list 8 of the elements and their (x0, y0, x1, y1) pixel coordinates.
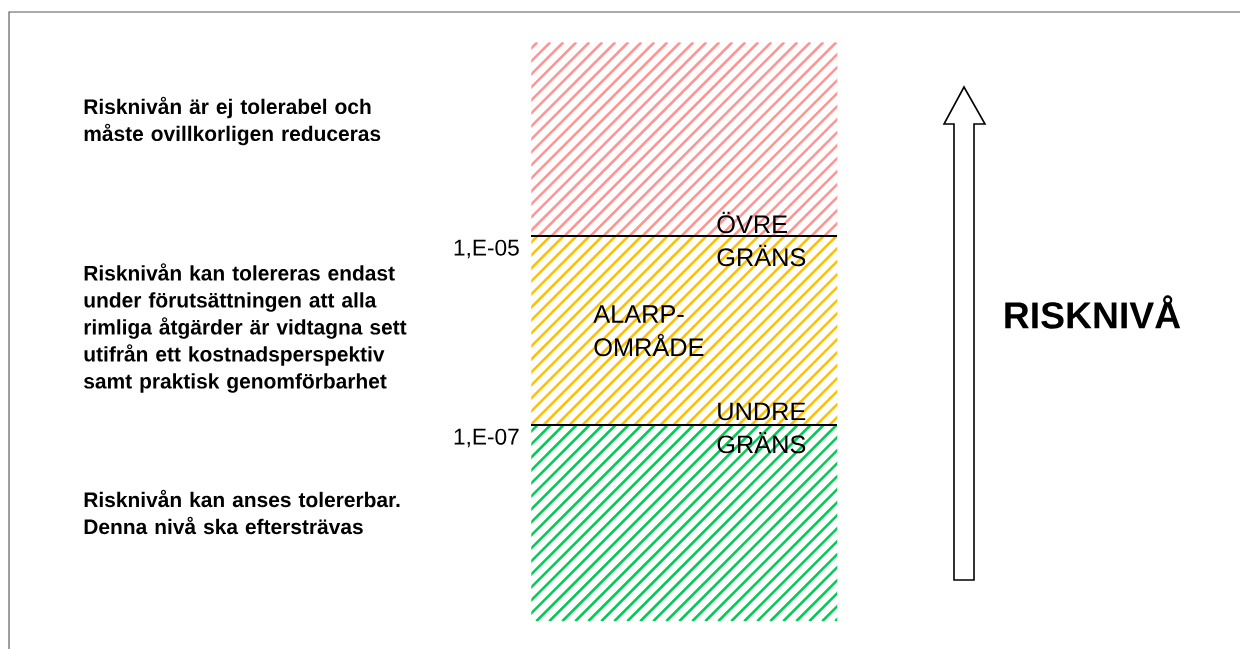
description-text: Risknivån är ej tolerabel och måste ovillkorligen reduceras (84, 96, 381, 146)
description-text: Risknivån kan tolereras endast under förutsättningen att alla rimliga åtgärder är vidtagna sett utifrån ett kostnadsperspektiv samt praktisk genomförbarhet (84, 263, 407, 393)
threshold-value: 1,E-07 (454, 428, 519, 448)
risk-band (531, 425, 838, 622)
description-text: Risknivån kan anses tolererbar. Denna nivå ska eftersträvas (84, 489, 400, 535)
axis-title: RISKNIVÅ (1005, 295, 1181, 329)
risk-band (531, 42, 838, 237)
threshold-value: 1,E-05 (454, 239, 519, 259)
